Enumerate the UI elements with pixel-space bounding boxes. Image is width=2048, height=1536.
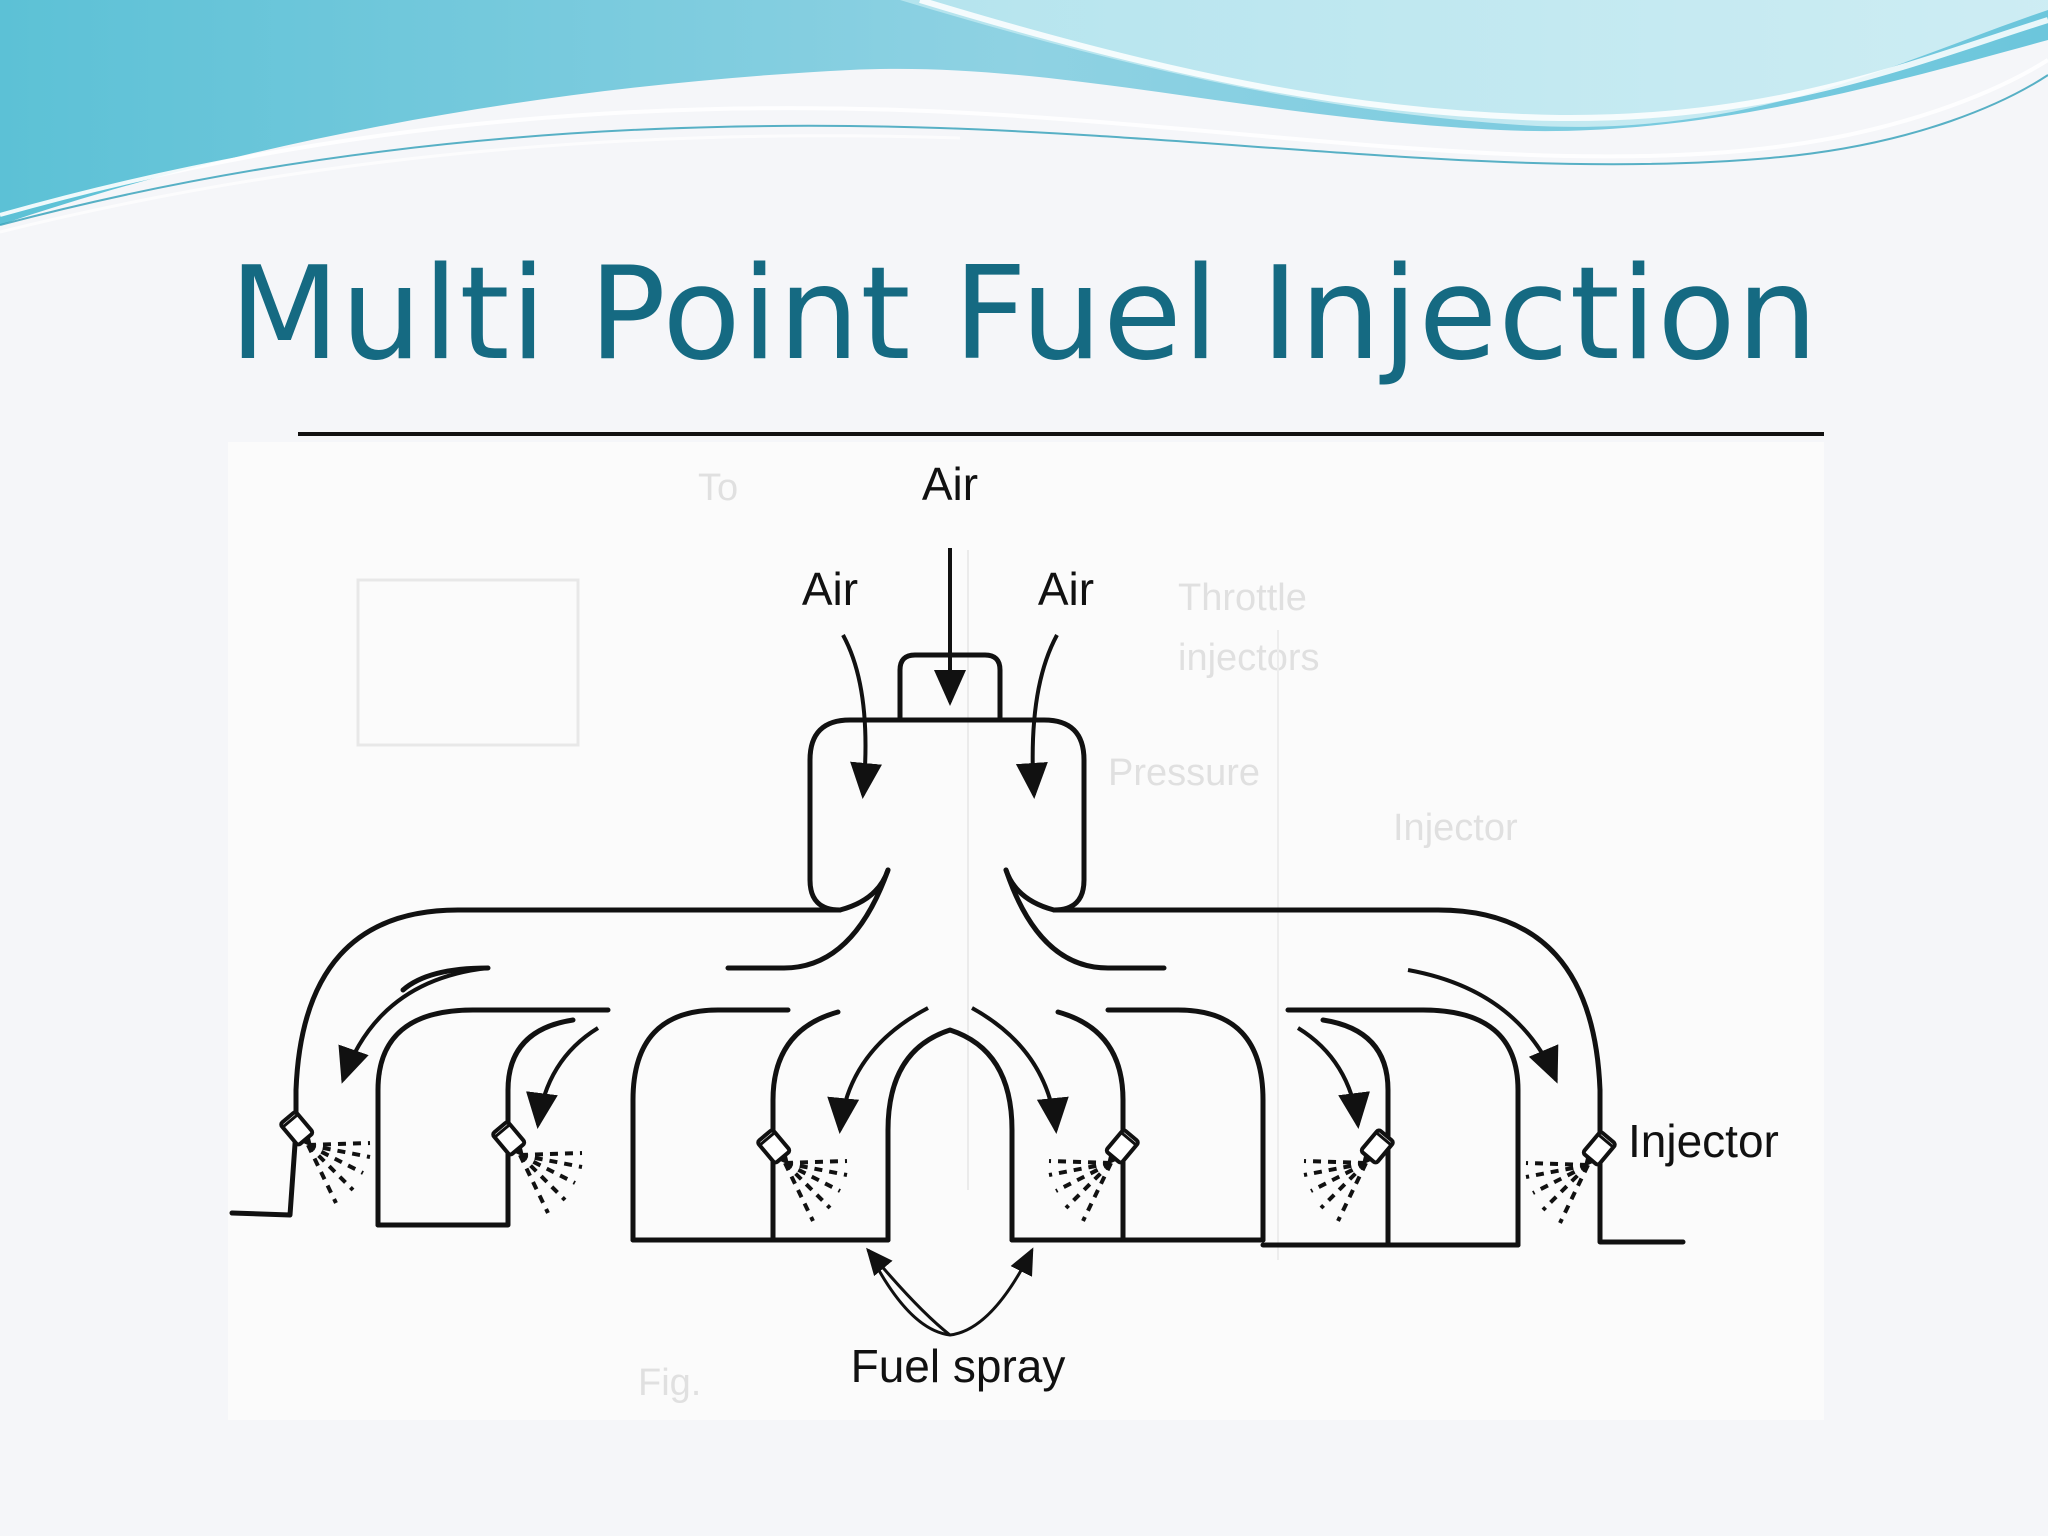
air-flow-arrows — [338, 548, 1559, 1337]
fuel-injection-diagram: To Throttle injectors Pressure Injector … — [228, 430, 1824, 1420]
label-air-right: Air — [1038, 563, 1094, 615]
label-air-top: Air — [922, 458, 978, 510]
runners — [229, 1007, 1686, 1248]
bleed-through-text: To Throttle injectors Pressure Injector … — [356, 467, 1518, 1404]
svg-text:injectors: injectors — [1178, 637, 1320, 679]
air-arrow-right — [1015, 634, 1059, 799]
flow-arrow-6 — [1407, 968, 1559, 1084]
svg-text:Throttle: Throttle — [1178, 577, 1307, 619]
fuel-spray-pointer-left — [866, 1247, 951, 1337]
svg-text:Pressure: Pressure — [1108, 752, 1260, 794]
svg-text:To: To — [698, 467, 738, 509]
flow-arrow-4 — [971, 1006, 1069, 1134]
svg-text:Fig.: Fig. — [638, 1362, 701, 1404]
slide-title: Multi Point Fuel Injection — [229, 240, 1819, 389]
diagram-drawing: To Throttle injectors Pressure Injector … — [228, 432, 1824, 1420]
label-fuel-spray: Fuel spray — [851, 1340, 1066, 1392]
header-wave-decoration — [0, 0, 2048, 234]
air-arrow-left — [841, 634, 882, 799]
flow-arrow-3 — [827, 1006, 929, 1134]
flow-arrow-2 — [526, 1026, 600, 1129]
flow-arrow-5 — [1296, 1026, 1370, 1129]
label-air-left: Air — [802, 563, 858, 615]
label-injector: Injector — [1628, 1115, 1779, 1167]
flow-arrow-1 — [338, 966, 489, 1084]
svg-text:Injector: Injector — [1393, 807, 1518, 849]
